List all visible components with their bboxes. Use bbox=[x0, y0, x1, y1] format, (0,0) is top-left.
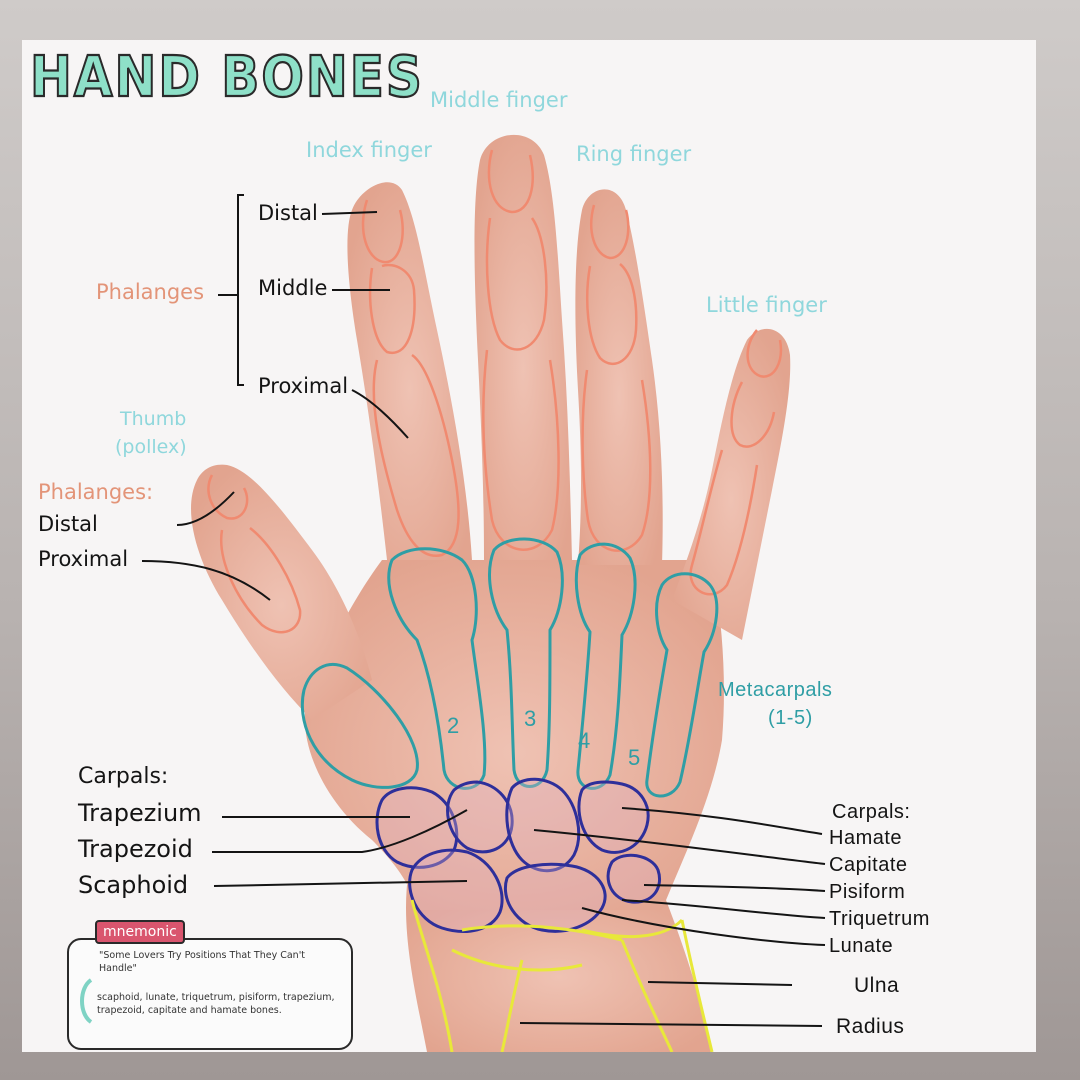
metacarpal-number-2: 2 bbox=[447, 713, 460, 738]
mnemonic-tag: mnemonic bbox=[95, 920, 185, 944]
mnemonic-quote: "Some Lovers Try Positions That They Can… bbox=[99, 950, 306, 974]
metacarpal-number-5: 5 bbox=[628, 745, 641, 770]
phalanges-group-label: Phalanges bbox=[96, 280, 205, 304]
carpal-trapezium-label: Trapezium bbox=[78, 799, 202, 827]
carpals-right-heading: Carpals: bbox=[832, 801, 911, 823]
leader-lines bbox=[141, 194, 826, 1027]
forearm-outlines bbox=[410, 899, 714, 1052]
carpals-outlines bbox=[375, 777, 661, 933]
mnemonic-box: "Some Lovers Try Positions That They Can… bbox=[67, 938, 353, 1050]
carpal-trapezoid-label: Trapezoid bbox=[78, 835, 193, 863]
middle-phalanx-label: Middle bbox=[258, 276, 328, 300]
thumb-distal-label: Distal bbox=[38, 512, 98, 536]
carpals-left-heading: Carpals: bbox=[78, 764, 169, 789]
radius-label: Radius bbox=[836, 1015, 905, 1038]
little-finger-skin bbox=[672, 328, 791, 640]
ring-finger-skin bbox=[575, 189, 663, 565]
mnemonic-explanation: scaphoid, lunate, triquetrum, pisiform, … bbox=[97, 992, 335, 1016]
metacarpals-label: Metacarpals bbox=[718, 679, 833, 701]
pollex-label: (pollex) bbox=[115, 436, 187, 458]
metacarpal-number-3: 3 bbox=[524, 706, 537, 731]
carpal-triquetrum-label: Triquetrum bbox=[829, 908, 930, 930]
distal-phalanx-label: Distal bbox=[258, 201, 318, 225]
palm-skin bbox=[304, 560, 724, 910]
ring-finger-label: Ring finger bbox=[576, 142, 692, 166]
index-finger-skin bbox=[347, 182, 472, 560]
thumb-skin bbox=[191, 464, 372, 720]
carpal-pisiform-label: Pisiform bbox=[829, 881, 906, 903]
little-finger-label: Little finger bbox=[706, 293, 827, 317]
carpal-scaphoid-label: Scaphoid bbox=[78, 871, 189, 899]
metacarpals-outlines bbox=[300, 537, 719, 798]
thumb-proximal-label: Proximal bbox=[38, 547, 129, 571]
hand-illustration bbox=[141, 134, 826, 1052]
middle-finger-label: Middle finger bbox=[430, 88, 568, 112]
carpal-lunate-label: Lunate bbox=[829, 935, 894, 957]
index-finger-label: Index finger bbox=[306, 138, 432, 162]
carpal-capitate-label: Capitate bbox=[829, 854, 908, 876]
page-title: HAND BONES bbox=[29, 44, 424, 110]
carpal-hamate-label: Hamate bbox=[829, 827, 903, 849]
ulna-label: Ulna bbox=[854, 974, 900, 997]
proximal-phalanx-label: Proximal bbox=[258, 374, 349, 398]
bracket-icon bbox=[80, 978, 93, 1024]
thumb-phalanges-label: Phalanges: bbox=[38, 480, 154, 504]
metacarpal-number-4: 4 bbox=[578, 728, 591, 753]
diagram-card: HAND BONES Middle finger Index finger Ri… bbox=[22, 40, 1036, 1052]
metacarpals-range-label: (1-5) bbox=[768, 707, 813, 729]
thumb-label: Thumb bbox=[120, 408, 187, 430]
